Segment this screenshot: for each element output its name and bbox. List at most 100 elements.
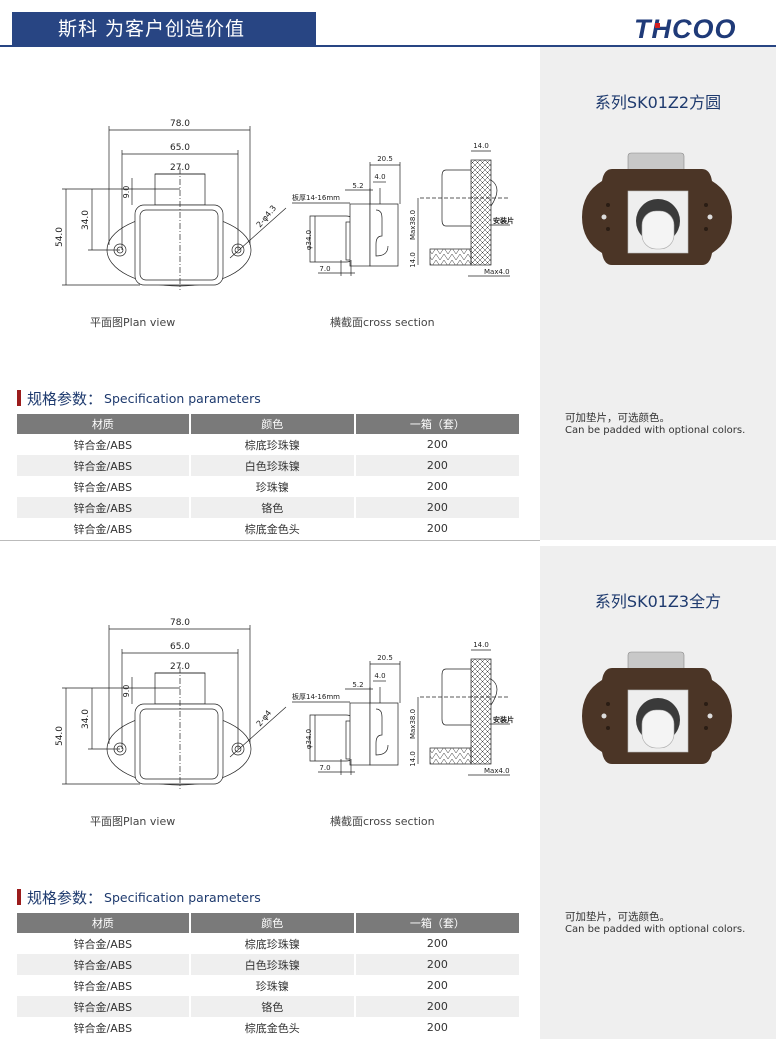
plan-view-caption: 平面图Plan view	[90, 815, 176, 828]
dim-5-2: 5.2	[352, 182, 363, 190]
dim-width-65: 65.0	[170, 642, 190, 652]
title-marker	[17, 390, 21, 406]
cell-color: 珍珠镍	[189, 476, 356, 497]
dim-max-4: Max4.0	[484, 268, 510, 276]
section-divider	[0, 540, 540, 541]
product-photo	[582, 152, 732, 265]
table-header-row: 材质 颜色 一箱（套）	[17, 414, 522, 434]
cell-color: 白色珍珠镍	[189, 455, 356, 476]
table-header-row: 材质 颜色 一箱（套）	[17, 913, 522, 933]
cell-material: 锌合金/ABS	[17, 476, 191, 497]
dim-holes: 2-φ4	[255, 708, 274, 728]
plan-view-caption: 平面图Plan view	[90, 316, 176, 329]
header-qty: 一箱（套）	[354, 414, 522, 434]
dim-14: 14.0	[409, 252, 417, 268]
dim-max-38: Max38.0	[409, 210, 417, 240]
dim-20-5: 20.5	[377, 654, 393, 662]
cell-qty: 200	[354, 1017, 522, 1038]
cross-section-caption: 横截面cross section	[330, 815, 435, 828]
title-marker	[17, 889, 21, 905]
cell-material: 锌合金/ABS	[17, 975, 191, 996]
cell-qty: 200	[354, 518, 522, 539]
cell-qty: 200	[354, 996, 522, 1017]
dim-width-65: 65.0	[170, 143, 190, 153]
dim-dia-34: φ34.0	[305, 729, 313, 749]
series-title: 系列SK01Z3全方	[594, 592, 722, 611]
note-en: Can be padded with optional colors.	[565, 924, 746, 935]
dim-width-27: 27.0	[170, 662, 190, 672]
header-color: 颜色	[189, 913, 356, 933]
dim-height-9: 9.0	[122, 685, 131, 698]
cell-color: 棕底金色头	[189, 518, 356, 539]
cell-material: 锌合金/ABS	[17, 954, 191, 975]
cell-color: 棕底珍珠镍	[189, 434, 356, 455]
dim-4-0: 4.0	[374, 173, 385, 181]
plan-view: 78.0 65.0 27.0 54.0 34.0 9.0 2-φ4	[55, 618, 287, 789]
cell-color: 铬色	[189, 996, 356, 1017]
cell-qty: 200	[354, 954, 522, 975]
dim-height-9: 9.0	[122, 186, 131, 199]
header-material: 材质	[17, 414, 191, 434]
cell-qty: 200	[354, 497, 522, 518]
dim-width-78: 78.0	[170, 119, 190, 129]
product-section: 78.0 65.0 27.0 54.0 34.0 9.0 2-φ4.3 20.5…	[0, 47, 780, 541]
dim-height-34: 34.0	[81, 210, 91, 230]
cell-material: 锌合金/ABS	[17, 497, 191, 518]
cell-qty: 200	[354, 933, 522, 954]
cell-material: 锌合金/ABS	[17, 1017, 191, 1038]
cell-qty: 200	[354, 476, 522, 497]
spec-title: 规格参数： Specification parameters	[17, 388, 261, 408]
cross-section-view: 20.5 4.0 5.2 板厚14-16mm φ34.0 7.0 14.0 Ma…	[292, 142, 514, 277]
dim-14-top: 14.0	[473, 641, 489, 649]
dim-7-0: 7.0	[319, 265, 330, 273]
dim-max-4: Max4.0	[484, 767, 510, 775]
header-material: 材质	[17, 913, 191, 933]
cell-color: 白色珍珠镍	[189, 954, 356, 975]
header-color: 颜色	[189, 414, 356, 434]
cell-material: 锌合金/ABS	[17, 933, 191, 954]
cell-material: 锌合金/ABS	[17, 455, 191, 476]
note-zh: 可加垫片，可选颜色。	[565, 412, 670, 424]
cell-color: 珍珠镍	[189, 975, 356, 996]
technical-drawing: 78.0 65.0 27.0 54.0 34.0 9.0 2-φ4 20.5 4…	[55, 618, 514, 789]
logo-dot	[655, 23, 660, 28]
cross-section-caption: 横截面cross section	[330, 316, 435, 329]
cross-section-view: 20.5 4.0 5.2 板厚14-16mm φ34.0 7.0 14.0 Ma…	[292, 641, 514, 776]
plan-view: 78.0 65.0 27.0 54.0 34.0 9.0 2-φ4.3	[55, 119, 287, 290]
cell-material: 锌合金/ABS	[17, 434, 191, 455]
spec-title: 规格参数： Specification parameters	[17, 887, 261, 907]
header-rule	[0, 45, 776, 47]
dim-dia-34: φ34.0	[305, 230, 313, 250]
board-thickness-label: 板厚14-16mm	[292, 193, 340, 202]
slogan: 斯科 为客户创造价值	[58, 18, 246, 40]
note-zh: 可加垫片，可选颜色。	[565, 911, 670, 923]
dim-width-78: 78.0	[170, 618, 190, 628]
product-panel: 系列SK01Z2方圆 可加垫片，可选颜色。 Can be padded with…	[540, 47, 776, 540]
note-en: Can be padded with optional colors.	[565, 425, 746, 436]
header-slogan-banner: 斯科 为客户创造价值	[12, 12, 316, 46]
dim-height-34: 34.0	[81, 709, 91, 729]
cell-color: 铬色	[189, 497, 356, 518]
dim-width-27: 27.0	[170, 163, 190, 173]
dim-5-2: 5.2	[352, 681, 363, 689]
product-photo	[582, 651, 732, 764]
dim-height-54: 54.0	[55, 726, 65, 746]
cell-color: 棕底珍珠镍	[189, 933, 356, 954]
dim-14-top: 14.0	[473, 142, 489, 150]
brand-logo: THCOO	[634, 14, 737, 44]
cell-qty: 200	[354, 975, 522, 996]
board-thickness-label: 板厚14-16mm	[292, 692, 340, 701]
cell-qty: 200	[354, 434, 522, 455]
dim-20-5: 20.5	[377, 155, 393, 163]
cell-material: 锌合金/ABS	[17, 996, 191, 1017]
